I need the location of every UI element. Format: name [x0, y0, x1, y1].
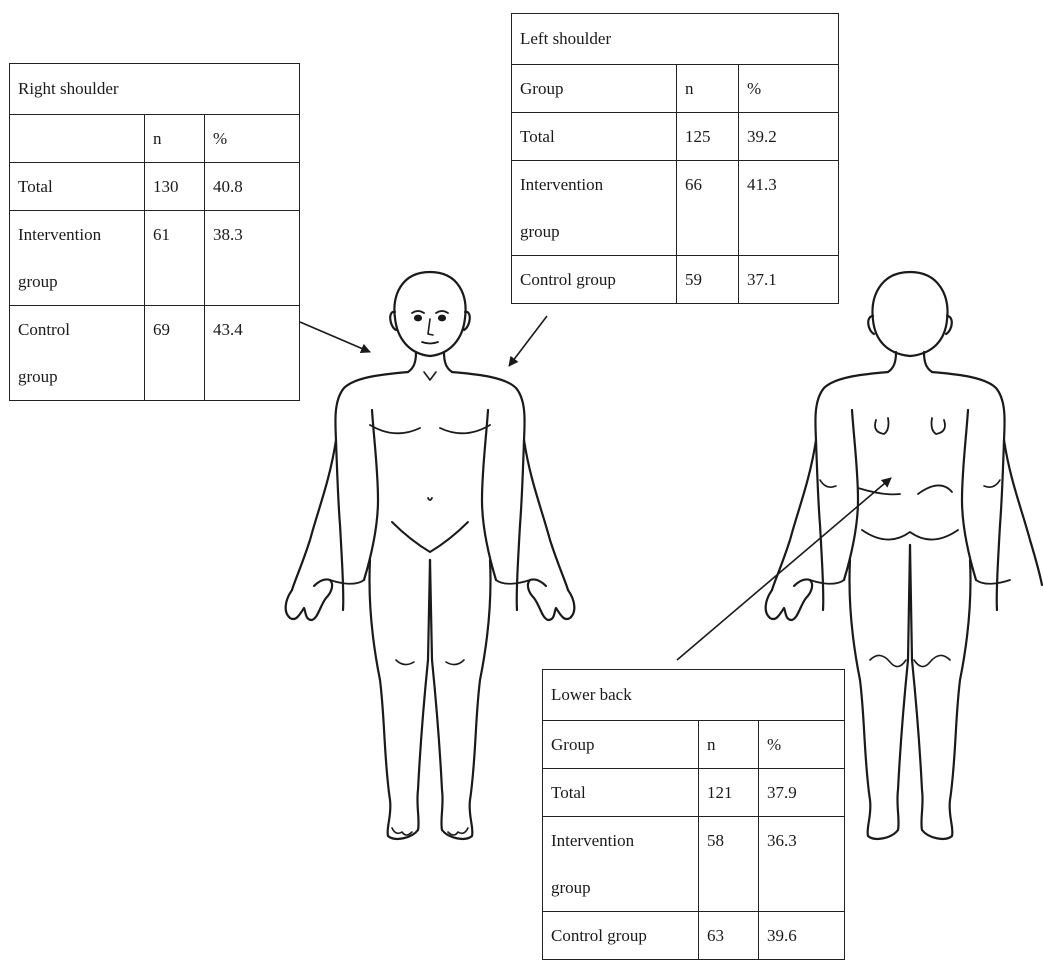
row-n: 61 — [145, 211, 205, 306]
row-n: 58 — [699, 817, 759, 912]
row-group: Total — [10, 163, 145, 211]
row-n: 66 — [677, 161, 739, 256]
front-body-figure — [286, 272, 575, 839]
row-n: 130 — [145, 163, 205, 211]
table-row: Total 121 37.9 — [543, 769, 845, 817]
right-shoulder-table: Right shoulder n % Total 130 40.8 Interv… — [9, 63, 300, 401]
row-group: Total — [543, 769, 699, 817]
table-title-row: Lower back — [543, 670, 845, 721]
row-pct: 37.1 — [739, 256, 839, 304]
table-title: Lower back — [543, 670, 845, 721]
arrow-lower-back — [677, 478, 891, 660]
row-group: Control group — [512, 256, 677, 304]
header-pct: % — [739, 65, 839, 113]
table-header-row: Group n % — [543, 721, 845, 769]
row-pct: 37.9 — [759, 769, 845, 817]
table-title: Left shoulder — [512, 14, 839, 65]
arrow-right-shoulder — [300, 322, 370, 352]
table-header-row: Group n % — [512, 65, 839, 113]
arrow-left-shoulder — [509, 316, 547, 366]
row-pct: 39.2 — [739, 113, 839, 161]
table-title-row: Left shoulder — [512, 14, 839, 65]
table-row: Total 125 39.2 — [512, 113, 839, 161]
header-pct: % — [205, 115, 300, 163]
table-row: Control group 59 37.1 — [512, 256, 839, 304]
row-n: 69 — [145, 306, 205, 401]
row-pct: 38.3 — [205, 211, 300, 306]
table-row: Total 130 40.8 — [10, 163, 300, 211]
header-n: n — [145, 115, 205, 163]
row-n: 125 — [677, 113, 739, 161]
row-n: 59 — [677, 256, 739, 304]
table-header-row: n % — [10, 115, 300, 163]
header-group — [10, 115, 145, 163]
header-n: n — [677, 65, 739, 113]
row-group: Total — [512, 113, 677, 161]
row-pct: 43.4 — [205, 306, 300, 401]
header-pct: % — [759, 721, 845, 769]
header-n: n — [699, 721, 759, 769]
table-title: Right shoulder — [10, 64, 300, 115]
row-n: 63 — [699, 912, 759, 960]
row-pct: 36.3 — [759, 817, 845, 912]
row-pct: 39.6 — [759, 912, 845, 960]
header-group: Group — [543, 721, 699, 769]
lower-back-table: Lower back Group n % Total 121 37.9 Inte… — [542, 669, 845, 960]
row-pct: 41.3 — [739, 161, 839, 256]
table-row: Control group 63 39.6 — [543, 912, 845, 960]
table-title-row: Right shoulder — [10, 64, 300, 115]
row-n: 121 — [699, 769, 759, 817]
row-pct: 40.8 — [205, 163, 300, 211]
header-group: Group — [512, 65, 677, 113]
row-group: Control group — [543, 912, 699, 960]
left-shoulder-table: Left shoulder Group n % Total 125 39.2 I… — [511, 13, 839, 304]
pointer-arrows — [300, 316, 891, 660]
